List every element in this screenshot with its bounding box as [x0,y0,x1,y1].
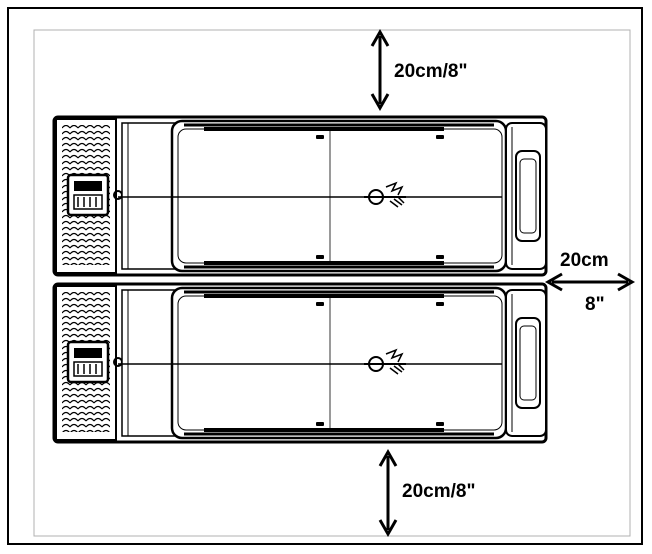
right-clearance-label-bottom: 8" [585,294,605,315]
bottom-clearance-label: 20cm/8" [402,481,475,502]
right-clearance-label-top: 20cm [560,250,609,271]
diagram-frame [7,7,643,545]
top-clearance-label: 20cm/8" [394,61,467,82]
right-clearance-arrow [544,272,636,292]
top-clearance-arrow [370,28,390,112]
treadmill-lower [52,282,548,444]
treadmill-upper [52,115,548,277]
bottom-clearance-arrow [378,448,398,538]
